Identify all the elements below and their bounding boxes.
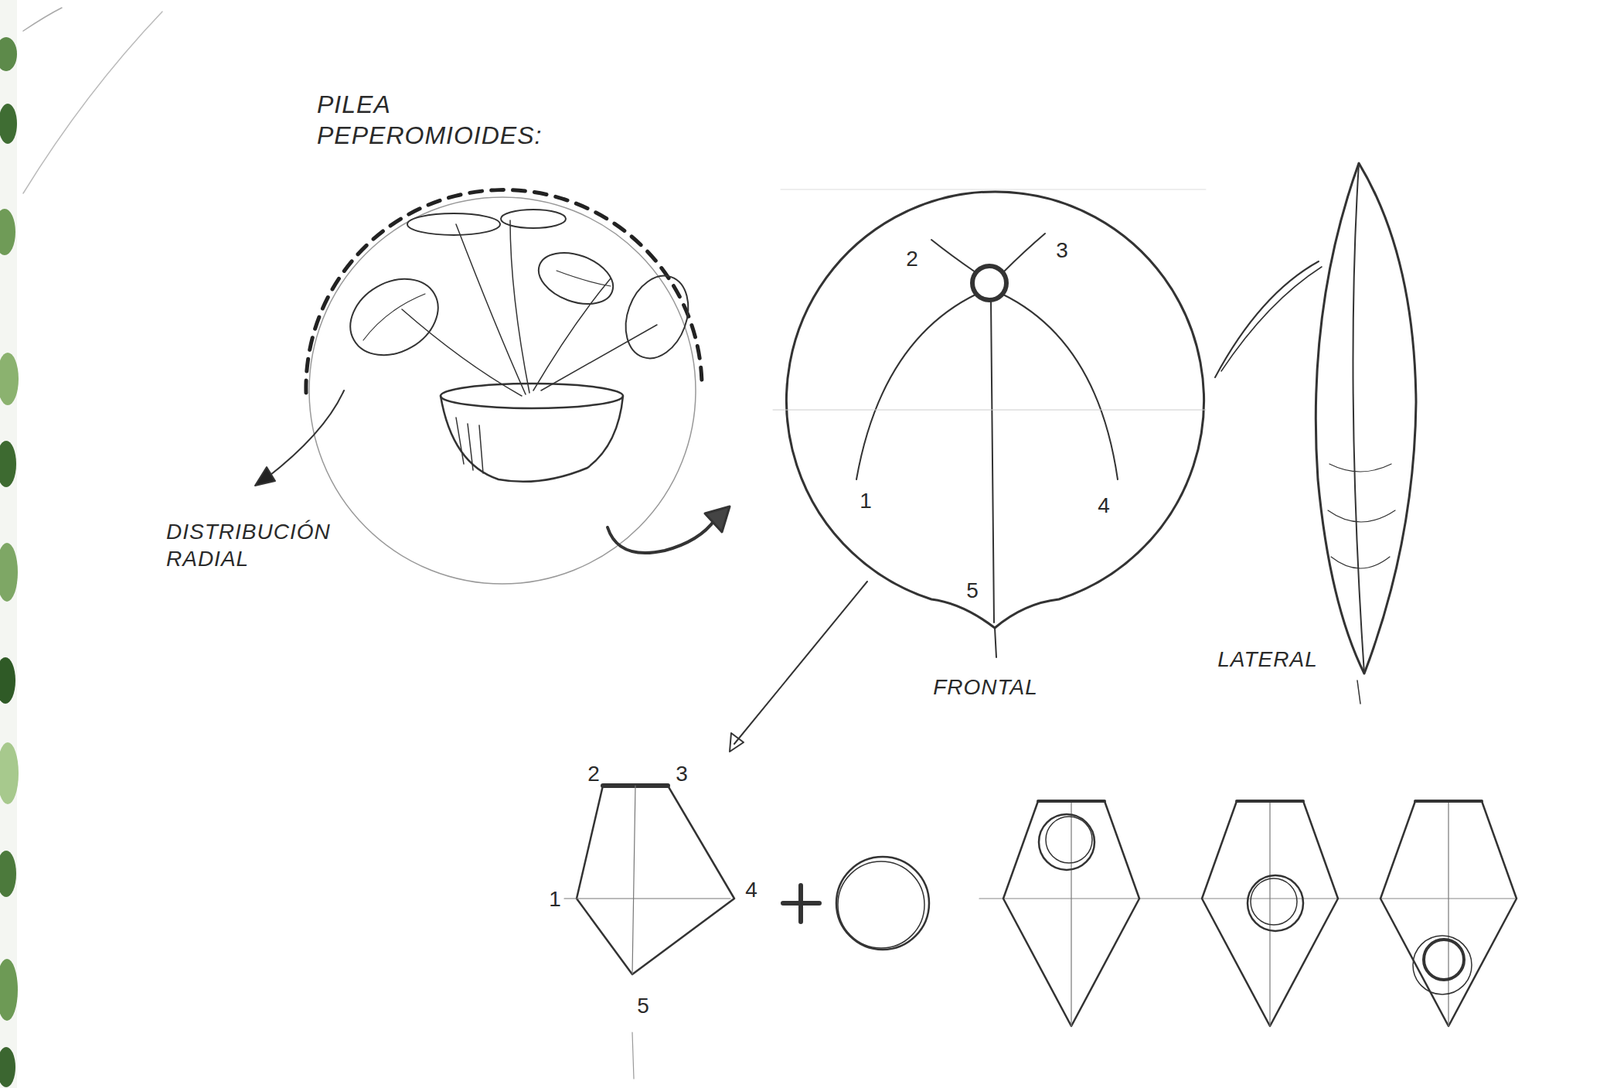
callout-number: 2 [905,245,919,273]
callout-number: 4 [745,875,758,903]
view-label: LATERAL [1217,645,1318,673]
callout-number: 1 [859,486,872,515]
callout-number: 2 [587,759,600,787]
sketch-title: PILEA PEPEROMIOIDES: [316,88,572,151]
callout-number: 3 [1055,236,1069,264]
callout-number: 3 [675,759,688,787]
callout-number: 5 [966,576,979,604]
callout-number: 5 [636,991,650,1019]
note-label: DISTRIBUCIÓN RADIAL [166,517,368,572]
callout-number: 1 [548,885,562,913]
callout-number: 4 [1097,491,1110,519]
view-label: FRONTAL [932,673,1039,701]
